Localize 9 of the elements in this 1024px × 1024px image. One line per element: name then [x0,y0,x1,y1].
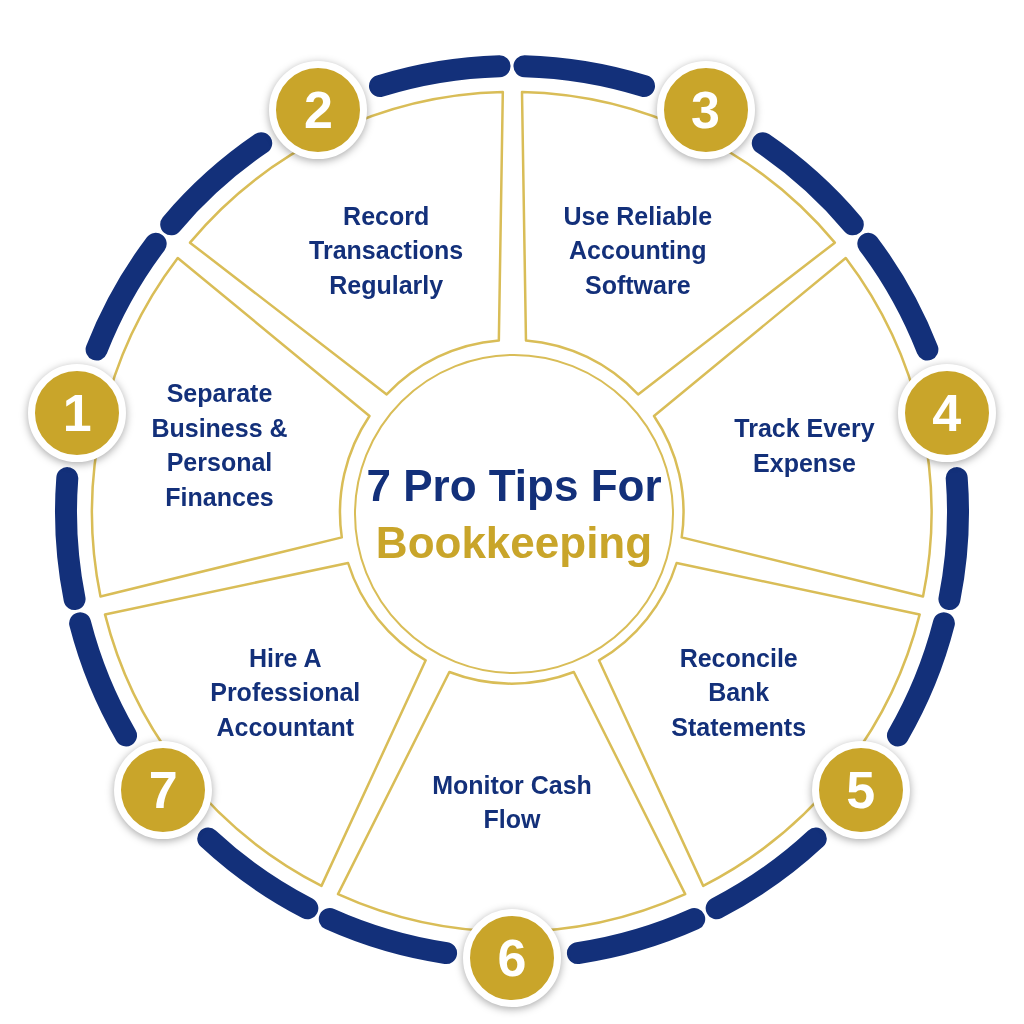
tip-text: Record Transactions Regularly [308,200,465,301]
tip-text: Use Reliable Accounting Software [562,200,714,301]
title-text: 7 Pro Tips For [366,459,662,512]
title-text: Bookkeeping [375,517,653,569]
tip-text: Reconcile Bank Statements [670,643,808,744]
tip-text: Track Every Expense [733,412,876,479]
tip-text: Monitor Cash Flow [431,769,593,835]
tip-text: Hire A Professional Accountant [209,643,362,744]
tip-text: Separate Business & Personal Finances [150,378,289,513]
